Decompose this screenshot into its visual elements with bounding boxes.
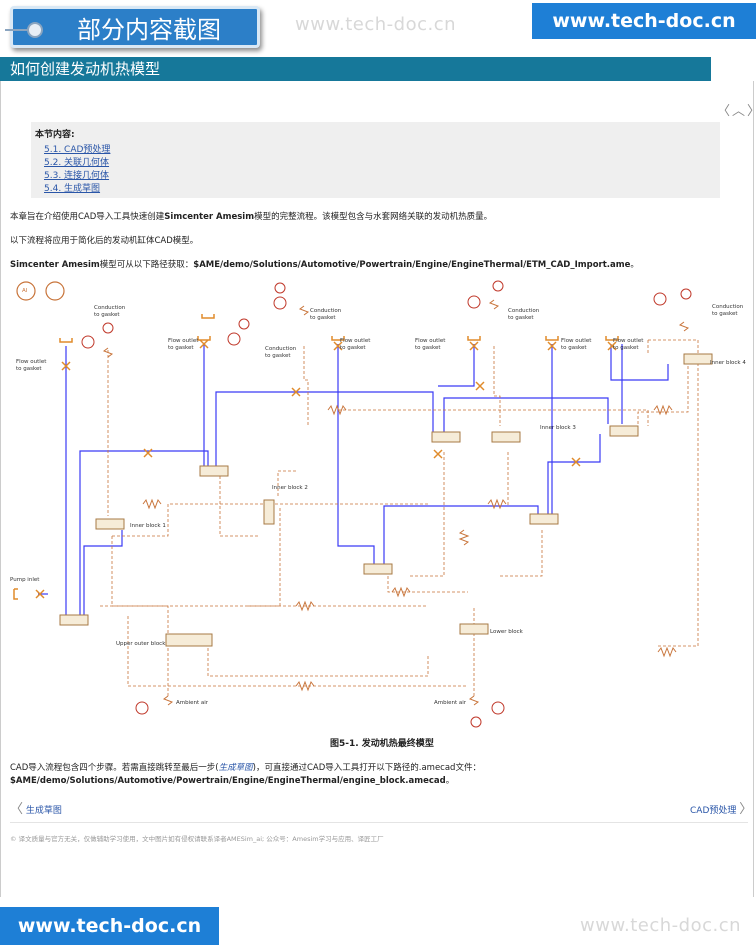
page-title: 如何创建发动机热模型 — [0, 57, 711, 81]
scope-paragraph: 以下流程将应用于简化后的发动机缸体CAD模型。 — [10, 236, 199, 246]
valve-icons — [35, 339, 617, 599]
section-badge: 部分内容截图 — [5, 6, 260, 48]
thermal-mass-blocks — [59, 353, 713, 647]
port-icons — [13, 314, 619, 600]
svg-text:Flow outlet: Flow outlet — [613, 338, 644, 344]
toc-link-associate-geometry[interactable]: 5.2. 关联几何体 — [44, 158, 110, 168]
footer-note: © 译文质量与官方无关，仅做辅助学习使用，文中图片如有侵权请联系译者AMESim… — [10, 835, 384, 843]
footer-divider — [10, 822, 748, 823]
svg-text:Inner block 2: Inner block 2 — [272, 485, 308, 491]
svg-text:to gasket: to gasket — [712, 311, 738, 317]
content-frame — [0, 81, 754, 897]
header-icons — [16, 281, 65, 301]
svg-text:Flow outlet: Flow outlet — [561, 338, 592, 344]
svg-text:Conduction: Conduction — [310, 308, 342, 314]
brand-banner-top[interactable]: www.tech-doc.cn — [532, 3, 756, 39]
chevron-right-icon: 〉 — [739, 802, 753, 817]
svg-text:to gasket: to gasket — [265, 353, 291, 359]
svg-text:Conduction: Conduction — [508, 308, 540, 314]
steps-paragraph: CAD导入流程包含四个步骤。若需直接跳转至最后一步(生成草图)，可直接通过CAD… — [10, 763, 481, 773]
svg-text:Flow outlet: Flow outlet — [415, 338, 446, 344]
thermal-links — [98, 339, 699, 696]
model-path-paragraph: Simcenter Amesim模型可从以下路径获取：$AME/demo/Sol… — [10, 260, 639, 270]
brand-banner-bottom[interactable]: www.tech-doc.cn — [0, 907, 219, 945]
generate-sketch-link[interactable]: 生成草图 — [218, 763, 253, 773]
svg-text:to gasket: to gasket — [340, 345, 366, 351]
svg-text:Inner block 4: Inner block 4 — [710, 360, 746, 366]
next-page-link[interactable]: CAD预处理 〉 — [690, 802, 753, 817]
badge-title: 部分内容截图 — [77, 16, 221, 44]
svg-text:Inner block 1: Inner block 1 — [130, 523, 166, 529]
watermark-top: www.tech-doc.cn — [295, 14, 457, 35]
svg-text:Upper outer block: Upper outer block — [116, 641, 166, 647]
svg-text:to gasket: to gasket — [415, 345, 441, 351]
svg-text:to gasket: to gasket — [94, 312, 120, 318]
toc-link-generate-sketch[interactable]: 5.4. 生成草图 — [44, 184, 101, 194]
svg-text:to gasket: to gasket — [310, 315, 336, 321]
chevron-left-icon: 〈 — [10, 802, 24, 817]
svg-text:Conduction: Conduction — [94, 305, 126, 311]
section-toc: 本节内容: 5.1. CAD预处理 5.2. 关联几何体 5.3. 连接几何体 … — [31, 122, 720, 198]
svg-text:Flow outlet: Flow outlet — [168, 338, 199, 344]
svg-text:Conduction: Conduction — [712, 304, 744, 310]
intro-paragraph: 本章旨在介绍使用CAD导入工具快速创建Simcenter Amesim模型的完整… — [10, 212, 493, 222]
amecad-path-paragraph: $AME/demo/Solutions/Automotive/Powertrai… — [10, 776, 455, 786]
svg-text:Conduction: Conduction — [265, 346, 297, 352]
hydraulic-pipes — [38, 344, 669, 621]
toc-link-connect-geometry[interactable]: 5.3. 连接几何体 — [44, 171, 110, 181]
watermark-bottom: www.tech-doc.cn — [580, 915, 742, 936]
figure-caption: 图5-1. 发动机热最终模型 — [330, 739, 434, 749]
source-icons — [81, 280, 692, 728]
prev-page-link[interactable]: 〈 生成草图 — [10, 802, 62, 817]
svg-text:AI: AI — [22, 288, 28, 294]
svg-text:to gasket: to gasket — [16, 366, 42, 372]
svg-text:to gasket: to gasket — [508, 315, 534, 321]
svg-text:to gasket: to gasket — [168, 345, 194, 351]
svg-text:Ambient air: Ambient air — [434, 700, 467, 706]
pin-icon — [5, 22, 43, 38]
svg-text:to gasket: to gasket — [613, 345, 639, 351]
svg-text:Pump inlet: Pump inlet — [10, 577, 40, 583]
svg-text:to gasket: to gasket — [561, 345, 587, 351]
toc-heading: 本节内容: — [35, 130, 75, 140]
svg-text:Lower block: Lower block — [490, 629, 524, 635]
svg-text:Flow outlet: Flow outlet — [340, 338, 371, 344]
topic-nav-icons[interactable]: 〈︿〉 — [717, 104, 756, 119]
svg-text:Inner block 3: Inner block 3 — [540, 425, 576, 431]
thermal-resistor-icons — [102, 299, 690, 706]
toc-link-cad-preprocess[interactable]: 5.1. CAD预处理 — [44, 145, 111, 155]
svg-text:Flow outlet: Flow outlet — [16, 359, 47, 365]
svg-text:Ambient air: Ambient air — [176, 700, 209, 706]
